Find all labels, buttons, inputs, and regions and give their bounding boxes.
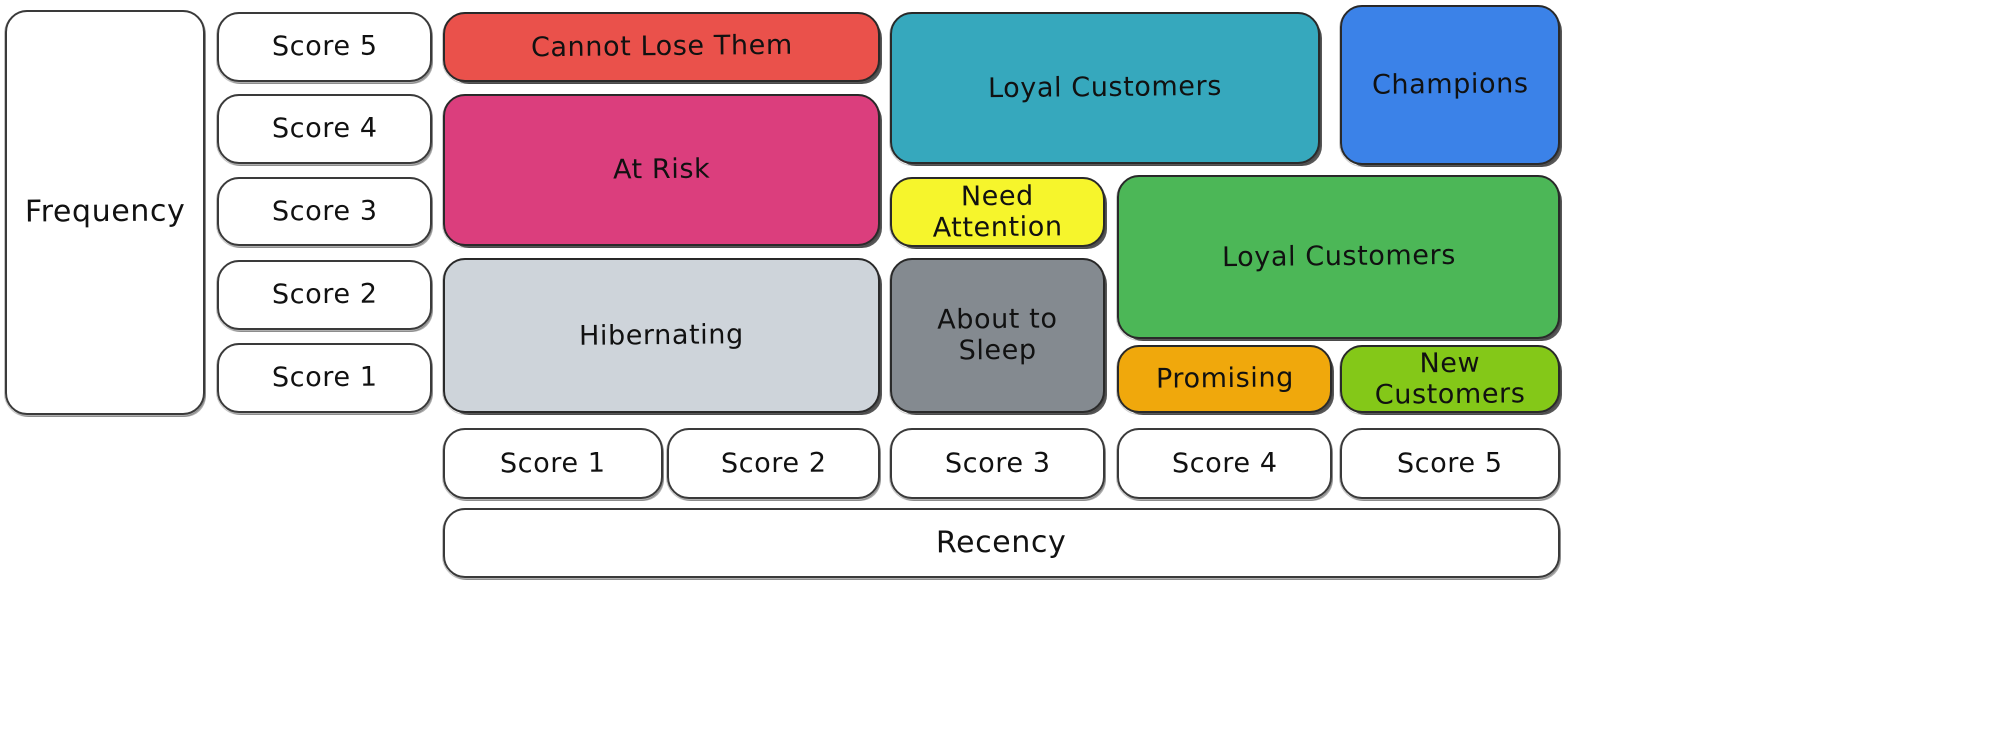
segment-new-customers-label: New Customers [1374, 347, 1526, 411]
segment-cannot-lose-them[interactable]: Cannot Lose Them [442, 12, 881, 84]
frequency-score-3-label: Score 3 [271, 195, 378, 228]
frequency-score-3[interactable]: Score 3 [216, 177, 433, 248]
segment-promising[interactable]: Promising [1116, 345, 1333, 415]
segment-champions[interactable]: Champions [1339, 5, 1561, 167]
frequency-score-2[interactable]: Score 2 [216, 260, 433, 332]
segment-hibernating-label: Hibernating [578, 319, 745, 352]
frequency-axis-label: Frequency [4, 10, 206, 417]
segment-loyal-customers-teal-label: Loyal Customers [987, 71, 1223, 105]
segment-new-customers[interactable]: New Customers [1339, 345, 1561, 415]
frequency-score-4-label: Score 4 [271, 113, 378, 145]
segment-loyal-customers-green[interactable]: Loyal Customers [1116, 175, 1561, 341]
segment-cannot-lose-them-label: Cannot Lose Them [530, 30, 793, 64]
segment-loyal-customers-green-label: Loyal Customers [1221, 240, 1456, 274]
frequency-axis-text: Frequency [24, 193, 186, 230]
recency-score-1[interactable]: Score 1 [442, 428, 664, 501]
recency-score-3[interactable]: Score 3 [889, 428, 1106, 501]
segment-champions-label: Champions [1371, 68, 1529, 102]
frequency-score-1[interactable]: Score 1 [216, 343, 433, 415]
frequency-score-1-label: Score 1 [271, 362, 378, 394]
frequency-score-2-label: Score 2 [271, 279, 378, 311]
segment-promising-label: Promising [1155, 362, 1294, 396]
recency-score-3-label: Score 3 [944, 447, 1051, 480]
segment-hibernating[interactable]: Hibernating [442, 258, 881, 415]
recency-score-5[interactable]: Score 5 [1339, 428, 1561, 501]
segment-at-risk[interactable]: At Risk [442, 94, 881, 248]
segment-need-attention-label: Need Attention [932, 180, 1063, 244]
recency-score-2[interactable]: Score 2 [666, 428, 881, 501]
segment-loyal-customers-teal[interactable]: Loyal Customers [889, 12, 1321, 166]
recency-score-1-label: Score 1 [500, 447, 606, 480]
segment-about-to-sleep[interactable]: About to Sleep [889, 258, 1106, 415]
frequency-score-4[interactable]: Score 4 [216, 94, 433, 166]
recency-score-4-label: Score 4 [1171, 447, 1278, 480]
segment-about-to-sleep-label: About to Sleep [937, 303, 1058, 367]
recency-axis-label: Recency [442, 508, 1561, 580]
frequency-score-5-label: Score 5 [271, 31, 378, 63]
frequency-score-5[interactable]: Score 5 [216, 12, 433, 84]
recency-axis-text: Recency [936, 524, 1067, 561]
segment-at-risk-label: At Risk [612, 154, 711, 186]
recency-score-4[interactable]: Score 4 [1116, 428, 1333, 501]
recency-score-5-label: Score 5 [1397, 447, 1503, 480]
segment-need-attention[interactable]: Need Attention [889, 177, 1106, 249]
recency-score-2-label: Score 2 [720, 447, 827, 480]
